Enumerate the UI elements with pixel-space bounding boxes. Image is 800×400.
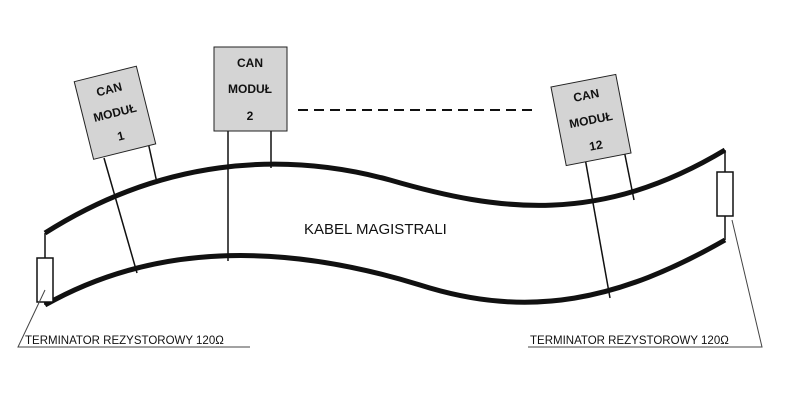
resistor-left-icon bbox=[36, 257, 54, 303]
terminator-left bbox=[36, 233, 54, 305]
bus-wire-upper bbox=[43, 147, 727, 236]
terminator-left-label: TERMINATOR REZYSTOROWY 120Ω bbox=[25, 335, 224, 347]
module-12-number: 12 bbox=[588, 137, 604, 153]
module-12-line1: CAN bbox=[572, 86, 600, 105]
can-module-12: CAN MODUŁ 12 bbox=[550, 73, 635, 299]
leader-left bbox=[17, 289, 250, 348]
module-2-box bbox=[213, 46, 288, 132]
bus-label: KABEL MAGISTRALI bbox=[304, 221, 447, 238]
module-1-line1: CAN bbox=[95, 80, 124, 100]
terminator-right bbox=[716, 150, 734, 240]
can-module-1: CAN MODUŁ 1 bbox=[73, 65, 158, 274]
can-module-2: CAN MODUŁ 2 bbox=[213, 46, 288, 261]
module-2-number: 2 bbox=[247, 109, 254, 123]
module-2-line1: CAN bbox=[237, 56, 263, 70]
bus-wire-lower bbox=[43, 237, 727, 308]
resistor-right-icon bbox=[716, 171, 734, 217]
leader-right bbox=[528, 219, 763, 348]
module-12-box bbox=[550, 73, 632, 167]
module-1-number: 1 bbox=[116, 128, 126, 143]
terminator-right-label: TERMINATOR REZYSTOROWY 120Ω bbox=[530, 335, 729, 347]
module-2-line2: MODUŁ bbox=[228, 82, 272, 96]
module-1-box bbox=[73, 65, 157, 160]
